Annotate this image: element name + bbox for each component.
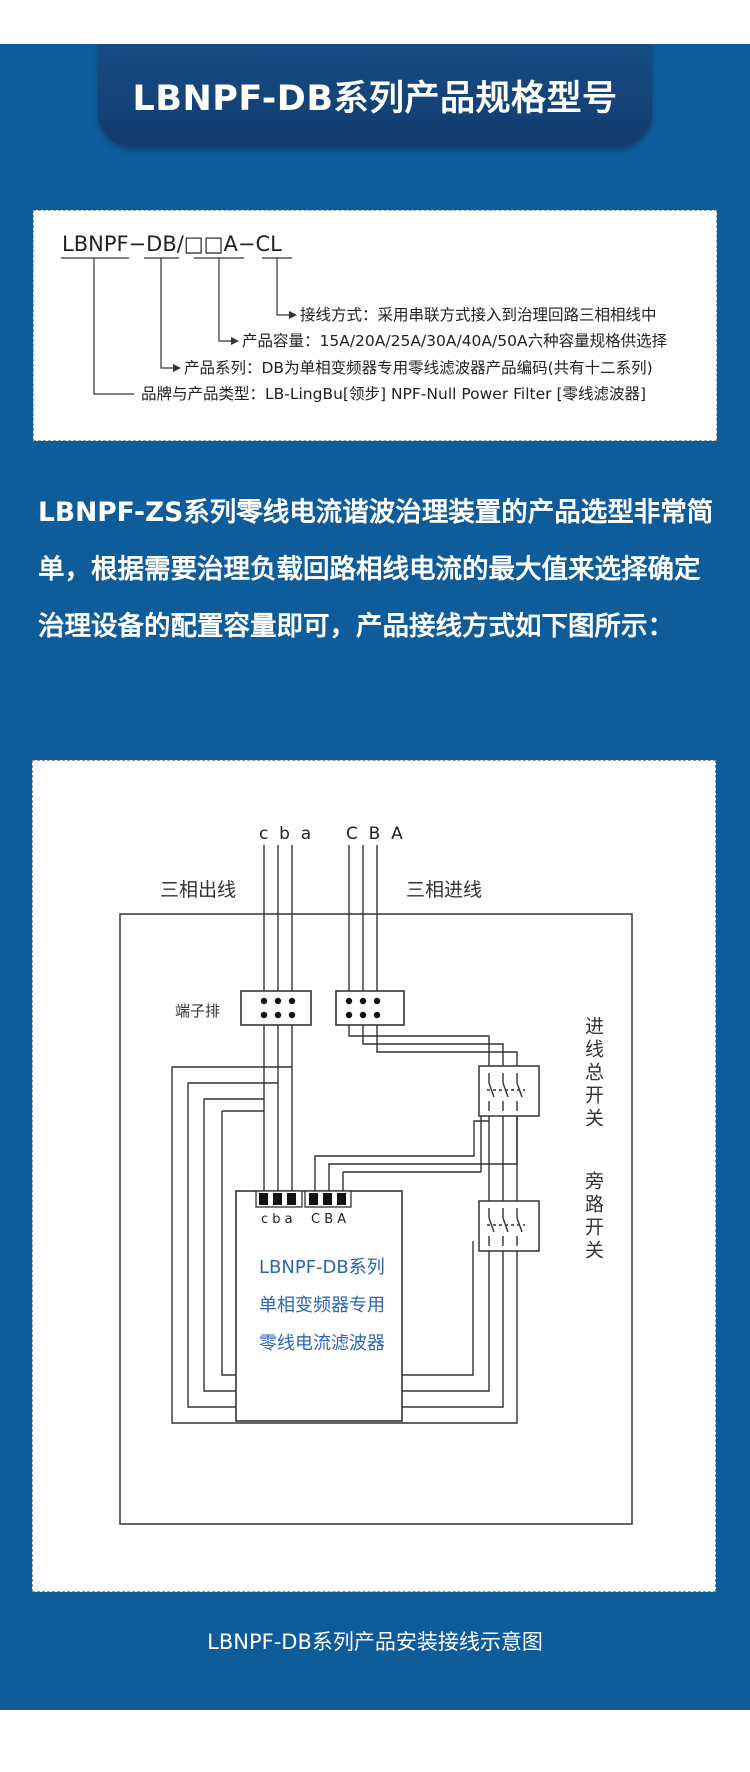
spec-line-brand: 品牌与产品类型：LB-LingBu[领步] NPF-Null Power Fil… — [141, 385, 646, 403]
device-name-line-1: LBNPF-DB系列 — [259, 1257, 385, 1278]
model-code: LBNPF−DB/□□A−CL — [62, 232, 282, 256]
spec-line-wiring: 接线方式：采用串联方式接入到治理回路三相相线中 — [300, 306, 657, 324]
arrow-icon — [231, 337, 239, 345]
page-title: LBNPF-DB系列产品规格型号 — [132, 79, 618, 119]
arrow-icon — [289, 311, 297, 319]
filter-device: c b a C B A LBNPF-DB系列 单相变频器专用 零线电流滤波器 — [235, 1190, 403, 1422]
diagram-caption: LBNPF-DB系列产品安装接线示意图 — [207, 1630, 543, 1654]
device-input-phases: C B A — [311, 1212, 346, 1227]
output-terminal-block — [240, 990, 312, 1026]
bypass-switch — [478, 1200, 540, 1252]
device-name-line-3: 零线电流滤波器 — [259, 1333, 385, 1354]
output-label: 三相出线 — [160, 879, 236, 901]
spec-diagram: LBNPF−DB/□□A−CL 接线方式：采用串联方式接入到治理回路三相相线中 … — [61, 232, 668, 403]
input-phase-labels: C B A — [346, 824, 403, 844]
main-switch-label: 进线总开关 — [582, 1016, 604, 1131]
leader-series — [160, 258, 173, 369]
spec-line-capacity: 产品容量：15A/20A/25A/30A/40A/50A六种容量规格供选择 — [242, 332, 668, 350]
leader-wiring — [276, 258, 289, 316]
cabinet-frame — [119, 913, 633, 1525]
arrow-icon — [173, 364, 181, 372]
wiring-diagram: c b a C B A 三相出线 三相进线 端子排 — [119, 824, 633, 1525]
device-output-phases: c b a — [261, 1212, 293, 1227]
device-name-line-2: 单相变频器专用 — [259, 1295, 385, 1316]
terminal-block-label: 端子排 — [175, 1002, 220, 1020]
input-terminal-block — [335, 990, 405, 1026]
bypass-switch-label: 旁路开关 — [582, 1171, 604, 1263]
main-switch — [478, 1065, 540, 1117]
leader-brand — [93, 258, 134, 395]
input-label: 三相进线 — [406, 879, 482, 901]
title-banner: LBNPF-DB系列产品规格型号 — [98, 44, 652, 147]
spec-card: LBNPF−DB/□□A−CL 接线方式：采用串联方式接入到治理回路三相相线中 … — [33, 210, 717, 441]
output-phase-labels: c b a — [259, 824, 311, 844]
leader-capacity — [218, 258, 231, 342]
spec-line-series: 产品系列：DB为单相变频器专用零线滤波器产品编码(共有十二系列) — [184, 359, 653, 377]
wiring-diagram-card: c b a C B A 三相出线 三相进线 端子排 — [32, 760, 716, 1592]
intro-paragraph: LBNPF-ZS系列零线电流谐波治理装置的产品选型非常简单，根据需要治理负载回路… — [38, 497, 714, 642]
